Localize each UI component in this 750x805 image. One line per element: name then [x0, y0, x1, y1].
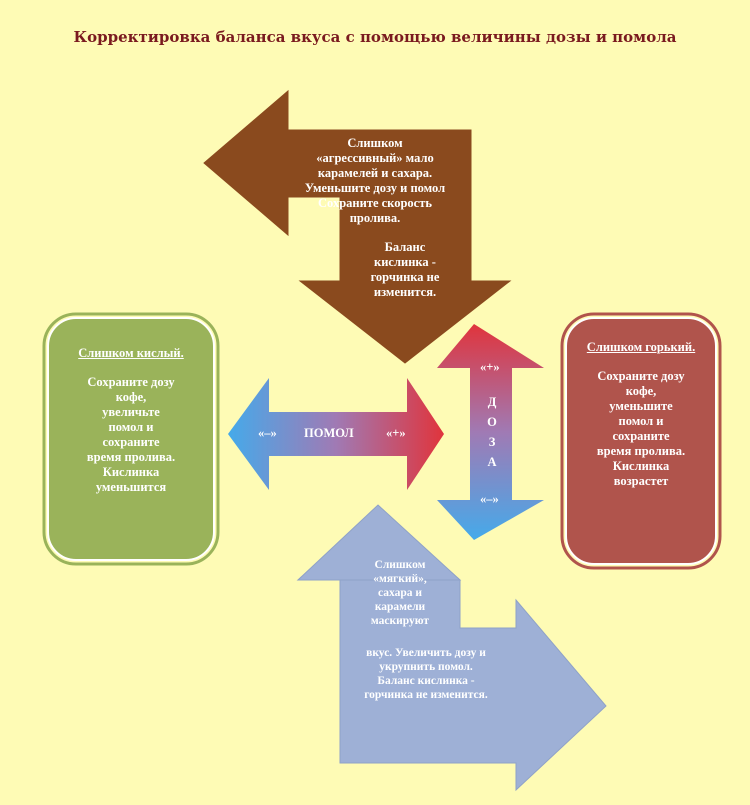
aggressive-balance-text: Баланс кислинка - горчинка не изменится.	[370, 240, 440, 299]
dose-label: Д О З А	[485, 392, 499, 472]
aggressive-text: Слишком «агрессивный» мало карамелей и с…	[304, 136, 446, 225]
aggressive-arrow	[203, 89, 512, 364]
sour-box	[47, 317, 215, 561]
grind-label: ПОМОЛ	[304, 426, 354, 440]
soft-advice-text: вкус. Увеличить дозу и укрупнить помол. …	[364, 647, 488, 701]
grind-minus-label: «–»	[258, 426, 277, 440]
dose-letter: О	[487, 415, 497, 429]
bitter-header: Слишком горький.	[586, 340, 696, 354]
dose-minus-label: «–»	[480, 492, 499, 506]
soft-arrow-top	[296, 504, 462, 581]
bitter-box-outline	[560, 312, 722, 570]
page-title: Корректировка баланса вкуса с помощью ве…	[73, 28, 677, 46]
dose-letter: З	[488, 435, 496, 449]
sour-box-outline	[42, 312, 220, 566]
dose-letter: А	[487, 455, 497, 469]
grind-arrow	[228, 378, 444, 490]
sour-text: Слишком кислый. Сохраните дозу кофе, уве…	[64, 346, 198, 495]
bitter-box	[565, 317, 717, 565]
sour-header: Слишком кислый.	[78, 346, 184, 360]
bitter-text: Слишком горький. Сохраните дозу кофе, ум…	[578, 340, 704, 489]
dose-plus-label: «+»	[480, 360, 500, 374]
soft-text: Слишком «мягкий», сахара и карамели маск…	[370, 559, 430, 627]
dose-arrow	[437, 324, 544, 540]
dose-letter: Д	[487, 395, 497, 409]
grind-plus-label: «+»	[386, 426, 406, 440]
